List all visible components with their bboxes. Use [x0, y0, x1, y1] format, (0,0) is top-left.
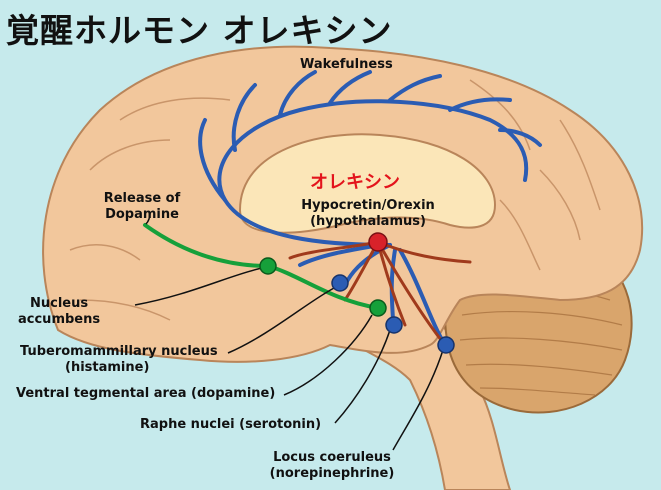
corpus-callosum — [238, 133, 497, 234]
orexin-jp-label: オレキシン — [310, 172, 400, 193]
gyri-lines — [69, 79, 601, 321]
wakefulness-label: Wakefulness — [300, 57, 393, 72]
raphe-label: Raphe nuclei (serotonin) — [140, 417, 322, 432]
hypocretin-label: Hypocretin/Orexin — [301, 198, 435, 213]
locus-coeruleus-node — [437, 336, 455, 354]
tubero-label-line1: Tuberomammillary nucleus — [20, 344, 218, 359]
nucleus-accumbens-node — [259, 257, 277, 275]
tuberomammillary-node — [331, 274, 349, 292]
vta-node — [369, 299, 387, 317]
release-label-line1: Release of — [103, 191, 181, 206]
locus-label-line2: (norepinephrine) — [269, 466, 395, 481]
tubero-label-line2: (histamine) — [65, 360, 150, 375]
orexin-node — [368, 232, 388, 252]
nucleus-label-line1: Nucleus — [30, 296, 89, 311]
hypothalamus-label: (hypothalamus) — [310, 214, 426, 229]
dopamine-pathway — [143, 223, 380, 310]
page-title: 覚醒ホルモン オレキシン — [6, 11, 393, 50]
raphe-node — [385, 316, 403, 334]
vta-label: Ventral tegmental area (dopamine) — [16, 386, 276, 401]
release-label-line2: Dopamine — [105, 207, 179, 222]
locus-label-line1: Locus coeruleus — [273, 450, 391, 465]
nucleus-label-line2: accumbens — [18, 312, 101, 327]
label-pointers — [134, 211, 444, 451]
